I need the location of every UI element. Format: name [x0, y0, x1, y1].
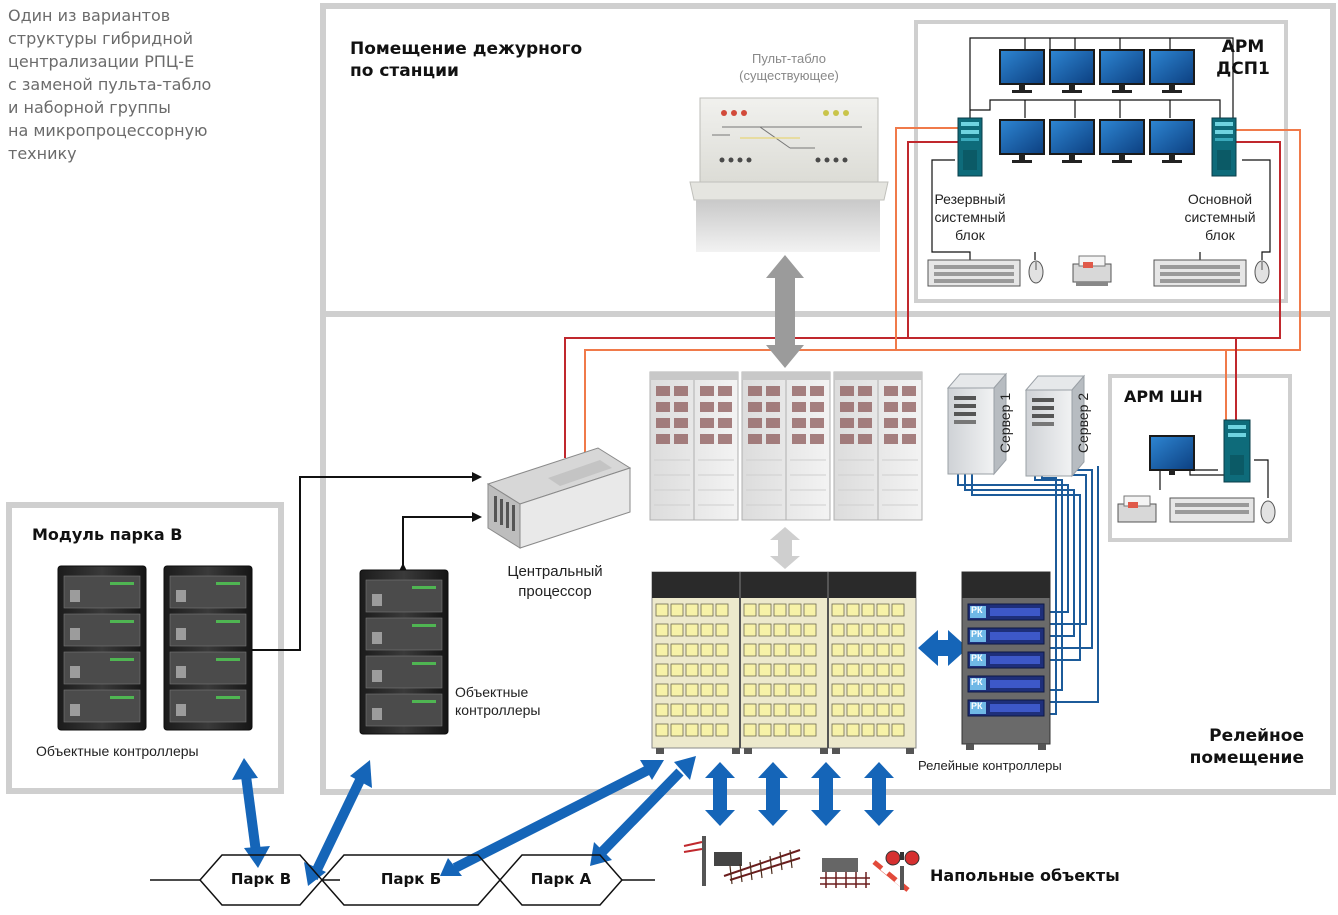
blue-diagonal-heads: [232, 756, 696, 886]
arm-dsp-monitors: [999, 49, 1195, 164]
park-tracks: [150, 854, 655, 906]
main-unit-label: Основной системный блок: [1170, 190, 1270, 244]
network-links: [564, 127, 1301, 458]
central-processor: [486, 447, 632, 549]
cpu-label-line1: Центральный: [507, 563, 603, 580]
intro-line: централизации РПЦ-Е: [8, 52, 195, 71]
arm-dsp-title: АРМ ДСП1: [1210, 36, 1276, 80]
main-unit-line1: Основной: [1187, 191, 1253, 207]
park-v-object-controllers-label: Объектные контроллеры: [36, 743, 199, 759]
rk-tag: РК: [971, 677, 983, 687]
rk-tag: РК: [971, 629, 983, 639]
park-v-module-title: Модуль парка В: [32, 525, 183, 544]
arm-dsp-wiring: [931, 37, 1271, 260]
cabinet-rack-upper: [649, 371, 923, 521]
duty-room-title: Помещение дежурного по станции: [350, 38, 582, 82]
arm-shn-equipment: [1117, 419, 1276, 524]
park-v-label: Парк В: [230, 870, 292, 888]
cpu-label: Центральный процессор: [480, 562, 630, 602]
arm-shn-room: [1108, 374, 1292, 542]
orange-link-cpu-dsp: [584, 129, 1301, 458]
cpu-label-line2: процессор: [518, 583, 592, 600]
intro-line: технику: [8, 144, 77, 163]
intro-line: с заменой пульта-табло: [8, 75, 212, 94]
intro-line: на микропроцессорную: [8, 121, 208, 140]
object-controller-racks: [57, 565, 449, 735]
main-unit-line2: системный: [1184, 209, 1256, 225]
duty-room-title-line2: по станции: [350, 61, 459, 81]
servers: [946, 372, 1085, 477]
field-objects-label: Напольные объекты: [930, 866, 1120, 885]
reserve-unit-label: Резервный системный блок: [920, 190, 1020, 244]
field-objects-illustration: [683, 836, 920, 892]
intro-line: структуры гибридной: [8, 29, 194, 48]
blue-diagonal-arrows: [241, 765, 684, 881]
panel-label-line2: (существующее): [739, 68, 839, 83]
system-units: [957, 117, 1237, 177]
relay-room-title: Релейное помещение: [1170, 725, 1304, 769]
arm-dsp-room: [914, 20, 1288, 303]
object-controllers-line2: контроллеры: [455, 702, 541, 718]
arm-dsp-title-line2: ДСП1: [1216, 59, 1270, 79]
control-panel-illustration: [689, 97, 889, 252]
arm-shn-title: АРМ ШН: [1124, 387, 1203, 406]
relay-room-title-line1: Релейное: [1209, 726, 1304, 746]
black-arrows: [244, 472, 482, 655]
orange-link-reserve: [895, 127, 958, 350]
arm-dsp-title-line1: АРМ: [1221, 37, 1265, 57]
grey-arrows: [766, 255, 804, 569]
relay-controllers-cabinet: [961, 571, 1051, 750]
intro-text: Один из вариантов структуры гибридной це…: [8, 4, 308, 165]
reserve-unit-line3: блок: [955, 227, 985, 243]
intro-line: и наборной группы: [8, 98, 171, 117]
server-2-label: Сервер 2: [1075, 392, 1091, 454]
relay-room-title-line2: помещение: [1189, 748, 1304, 768]
main-unit-line3: блок: [1205, 227, 1235, 243]
relay-controllers-label: Релейные контроллеры: [918, 758, 1062, 773]
red-link-reserve: [907, 141, 958, 338]
red-link-cpu-dsp: [564, 141, 1281, 458]
server-1-label: Сервер 1: [997, 392, 1013, 454]
arm-dsp-keyboards: [927, 255, 1270, 287]
rk-tag: РК: [971, 605, 983, 615]
panel-label: Пульт-табло (существующее): [700, 50, 878, 84]
object-controllers-label: Объектные контроллеры: [455, 683, 540, 719]
park-b-label: Парк Б: [380, 870, 442, 888]
reserve-unit-line2: системный: [934, 209, 1006, 225]
rk-tag: РК: [971, 701, 983, 711]
relay-cabinets: [651, 571, 917, 754]
blue-arrows: [705, 630, 968, 826]
rk-tag: РК: [971, 653, 983, 663]
intro-line: Один из вариантов: [8, 6, 171, 25]
reserve-unit-line1: Резервный: [934, 191, 1006, 207]
duty-room-title-line1: Помещение дежурного: [350, 39, 583, 59]
object-controllers-line1: Объектные: [455, 684, 529, 700]
park-a-label: Парк А: [530, 870, 592, 888]
panel-label-line1: Пульт-табло: [751, 51, 827, 66]
printer: [1072, 255, 1112, 286]
